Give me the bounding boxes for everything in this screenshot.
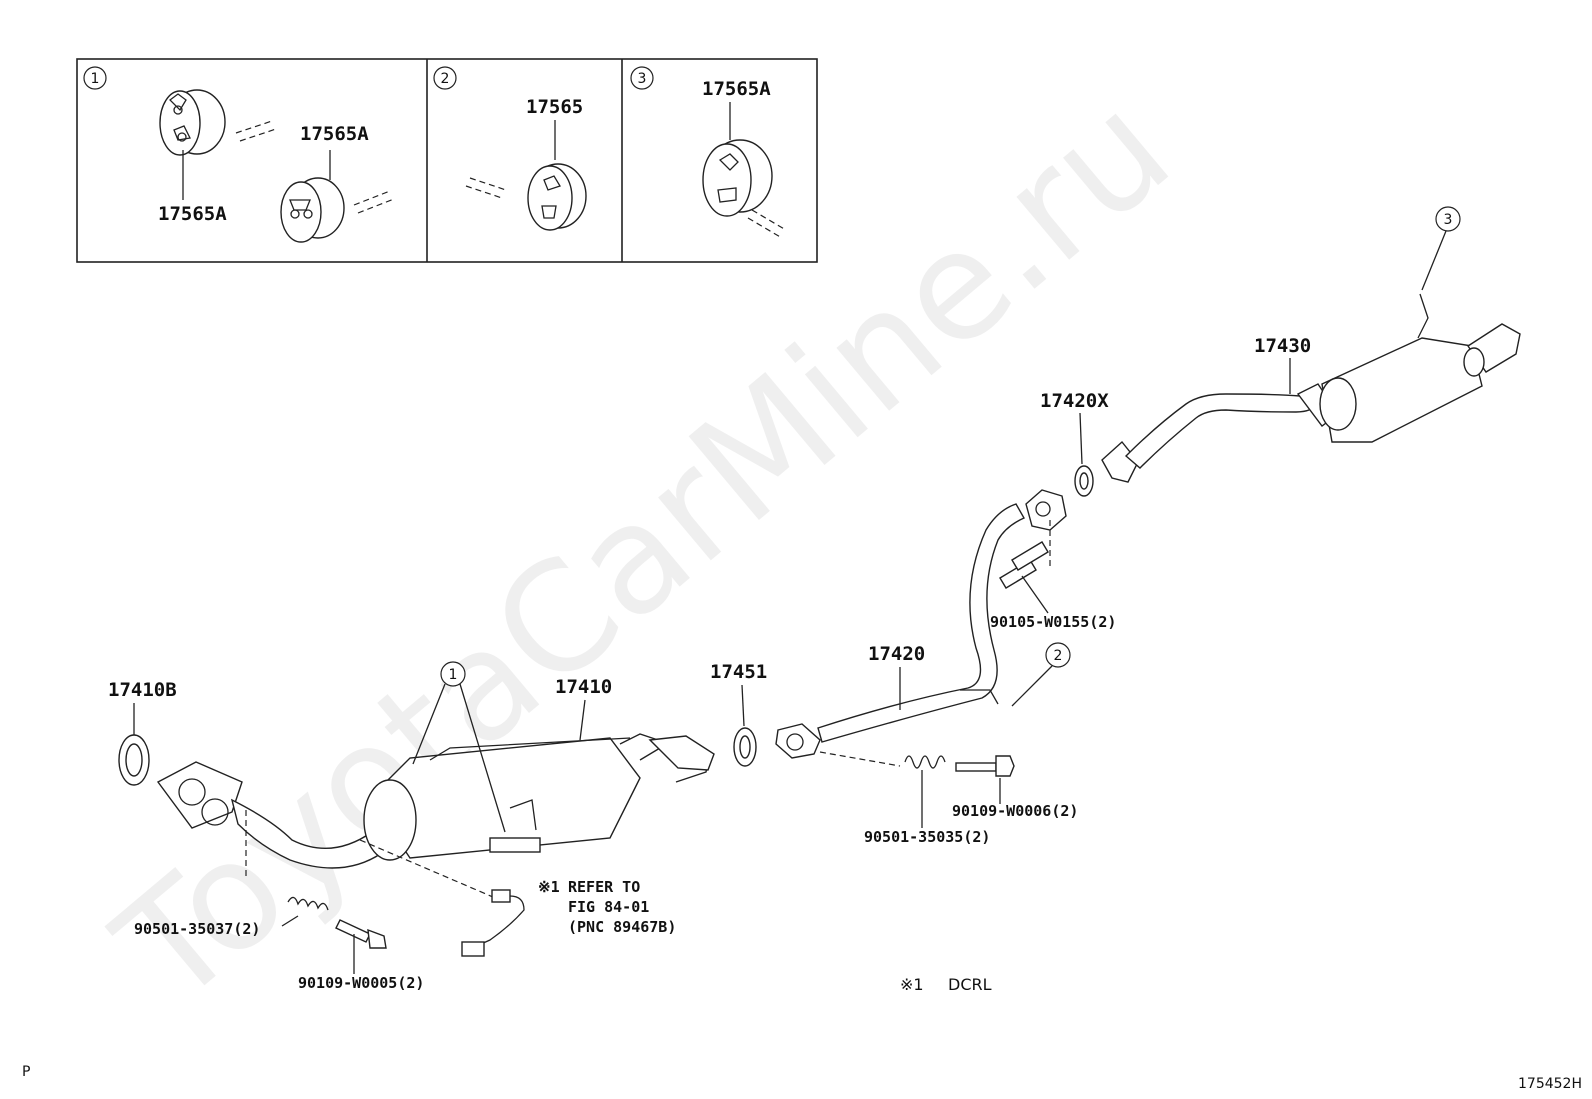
oxygen-sensor-icon (461, 889, 525, 957)
inset-panel-2: 2 17565 (433, 66, 587, 231)
rubber-hanger-icon (702, 139, 773, 217)
footer-left: P (22, 1064, 30, 1080)
inset-box: 1 17565A 17565A 2 (76, 58, 818, 263)
legend-mark: ※1 (900, 975, 924, 994)
bolt-icon (955, 755, 1015, 777)
part-number-90501-35037: 90501-35037(2) (134, 920, 260, 938)
part-number-17410B: 17410B (108, 679, 177, 701)
part-label: 17565A (158, 203, 227, 225)
tail-pipe-muffler-icon (1101, 293, 1521, 483)
part-number-17430: 17430 (1254, 335, 1311, 357)
inset-2-number: 2 (441, 71, 450, 87)
rubber-hanger-icon (159, 89, 226, 156)
center-exhaust-pipe-icon (775, 489, 1067, 759)
inset-3-number: 3 (638, 71, 647, 87)
part-number-90109-W0006: 90109-W0006(2) (952, 802, 1078, 820)
part-number-90501-35035: 90501-35035(2) (864, 828, 990, 846)
part-label: 17565A (702, 78, 771, 100)
rubber-hanger-icon (280, 177, 345, 243)
inset-1-number: 1 (91, 71, 100, 87)
bolt-icon (335, 919, 387, 949)
inset-panel-1: 1 17565A 17565A (83, 66, 395, 243)
part-number-17451: 17451 (710, 661, 767, 683)
legend-text: DCRL (948, 975, 992, 994)
callout-2: 2 (1054, 648, 1063, 664)
callout-3: 3 (1444, 212, 1453, 228)
note-line-2: FIG 84-01 (568, 898, 649, 916)
spring-icon (904, 755, 946, 769)
gasket-ring-icon (1074, 465, 1094, 497)
rubber-hanger-icon (527, 163, 587, 231)
part-label: 17565A (300, 123, 369, 145)
part-number-90105-W0155: 90105-W0155(2) (990, 613, 1116, 631)
callout-1: 1 (449, 667, 458, 683)
inset-panel-3: 3 17565A (630, 66, 787, 239)
part-label: 17565 (526, 96, 583, 118)
gasket-ring-icon (118, 734, 150, 786)
note-line-3: (PNC 89467B) (568, 918, 676, 936)
figure-code: 175452H (1518, 1076, 1582, 1092)
part-number-17410: 17410 (555, 676, 612, 698)
bolt-icon (999, 541, 1049, 589)
catalytic-converter-pipe-icon (156, 733, 715, 869)
note-line-1: REFER TO (568, 878, 640, 896)
gasket-ring-icon (733, 727, 757, 767)
note-mark: ※1 (538, 878, 560, 896)
part-number-17420X: 17420X (1040, 390, 1109, 412)
part-number-90109-W0005: 90109-W0005(2) (298, 974, 424, 992)
spring-icon (287, 896, 329, 911)
part-number-17420: 17420 (868, 643, 925, 665)
